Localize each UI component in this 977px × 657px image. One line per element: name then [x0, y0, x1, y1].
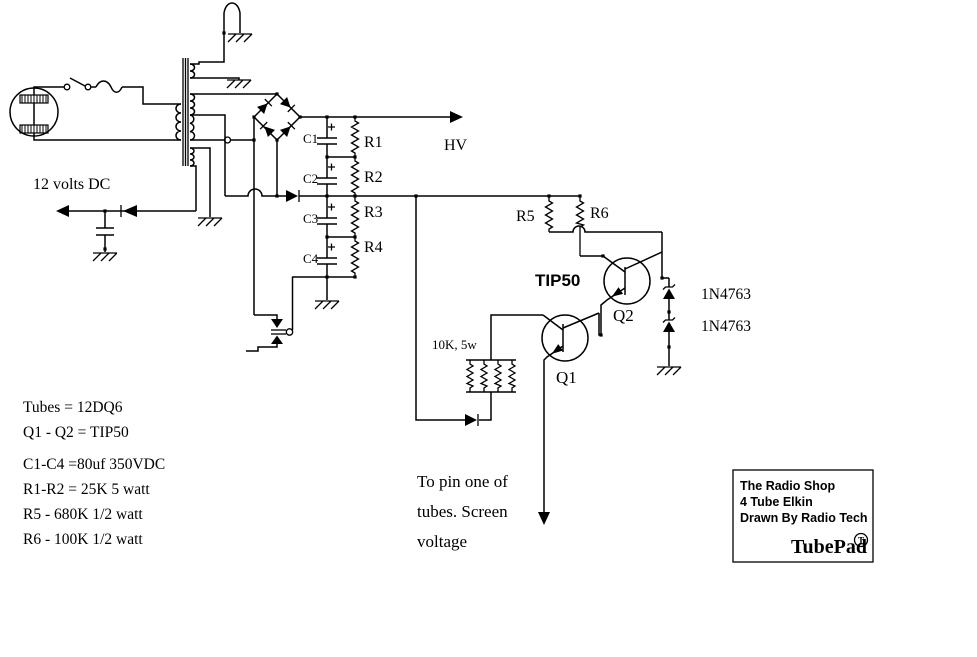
zener2-label: 1N4763: [701, 318, 751, 335]
zener-bar-icon: [662, 317, 676, 323]
bridge-diode-icon: [257, 98, 273, 114]
chassis-ground-icon: [227, 33, 253, 43]
hv-label: HV: [444, 137, 468, 154]
bridge-diode-icon: [280, 121, 296, 137]
chassis-ground-icon: [92, 252, 118, 262]
transistor-type-label: TIP50: [535, 271, 580, 290]
dc-input-line: [56, 205, 196, 252]
res-label-r6: R6: [590, 205, 609, 222]
zener-bar-icon: [662, 284, 676, 290]
terminal-diode-pair: [246, 277, 294, 352]
dc-arrow-icon: [56, 205, 69, 217]
title-line2: 4 Tube Elkin: [740, 495, 813, 509]
screen-note-line3: voltage: [417, 532, 467, 551]
hv-rail: [300, 111, 463, 123]
screen-note-line1: To pin one of: [417, 472, 508, 491]
labels: 12 volts DC HV C1 C2 C3 C4 R1 R2 R3 R4 R…: [33, 131, 751, 551]
emitter-arrow-icon: [551, 344, 563, 354]
note-line: Tubes = 12DQ6: [23, 399, 123, 416]
resistor-r5: [544, 196, 662, 233]
cap-label-c2: C2: [303, 171, 318, 186]
zener-diode-icon: [663, 288, 675, 299]
rail-diode-icon: [286, 190, 298, 202]
bank-label: 10K, 5w: [432, 337, 477, 352]
q1-label: Q1: [556, 368, 577, 387]
transistor-q1: [541, 312, 601, 514]
cap-label-c1: C1: [303, 131, 318, 146]
dropping-resistor-bank: [465, 314, 543, 393]
title-line1: The Radio Shop: [740, 479, 836, 493]
note-line: R1-R2 = 25K 5 watt: [23, 481, 150, 498]
emitter-arrow-icon: [611, 287, 624, 297]
chassis-ground-icon: [226, 79, 252, 89]
screen-supply-drop: [415, 196, 492, 426]
bank-diode-icon: [465, 414, 477, 426]
cap-label-c4: C4: [303, 251, 319, 266]
res-label-r2: R2: [364, 169, 383, 186]
pilot-lamp: [223, 2, 241, 33]
diode-down-icon: [271, 319, 283, 328]
chassis-ground-icon: [656, 366, 682, 376]
winding-terminal: [223, 136, 232, 144]
screen-output-arrow: [538, 512, 550, 525]
brand-mark: T: [858, 536, 864, 546]
power-switch: [63, 77, 96, 91]
zener-diode-icon: [663, 321, 675, 332]
bridge-diode-icon: [259, 121, 275, 137]
hv-arrow-icon: [450, 111, 463, 123]
down-arrow-icon: [538, 512, 550, 525]
input-diode-icon: [123, 205, 137, 217]
note-line: R6 - 100K 1/2 watt: [23, 531, 143, 548]
diode-up-icon: [271, 335, 283, 344]
brand-mark-circle: [853, 532, 869, 548]
bridge-diode-icon: [280, 97, 296, 113]
transistor-q2: [600, 251, 663, 334]
brand-label: TubePad: [791, 536, 867, 558]
zener1-label: 1N4763: [701, 286, 751, 303]
q2-label: Q2: [613, 306, 634, 325]
filter-capacitor-stack: [292, 117, 355, 300]
title-block: The Radio Shop 4 Tube Elkin Drawn By Rad…: [732, 469, 874, 563]
power-transformer: [175, 13, 277, 217]
res-label-r5: R5: [516, 208, 535, 225]
res-label-r3: R3: [364, 204, 383, 221]
screen-note-line2: tubes. Screen: [417, 502, 508, 521]
vibrator-battery: [9, 86, 181, 141]
chassis-ground-icon: [197, 217, 223, 227]
title-line3: Drawn By Radio Tech: [740, 511, 868, 525]
note-line: R5 - 680K 1/2 watt: [23, 506, 143, 523]
polarity-plus-icon: [328, 123, 335, 251]
zener-stack: [661, 232, 676, 366]
bleeder-resistor-stack: [350, 117, 360, 277]
output-terminal: [285, 328, 294, 336]
junction-dots: [103, 31, 671, 349]
parts-list: Tubes = 12DQ6 Q1 - Q2 = TIP50 C1-C4 =80u…: [23, 399, 165, 548]
res-label-r1: R1: [364, 134, 383, 151]
supply-label: 12 volts DC: [33, 176, 110, 193]
resistor-r6: [574, 196, 626, 273]
res-label-r4: R4: [364, 239, 383, 256]
note-line: Q1 - Q2 = TIP50: [23, 424, 129, 441]
note-line: C1-C4 =80uf 350VDC: [23, 456, 165, 473]
cap-label-c3: C3: [303, 211, 318, 226]
center-tap-rail: [225, 188, 580, 202]
chassis-ground-icon: [314, 300, 340, 310]
fuse: [95, 80, 181, 105]
